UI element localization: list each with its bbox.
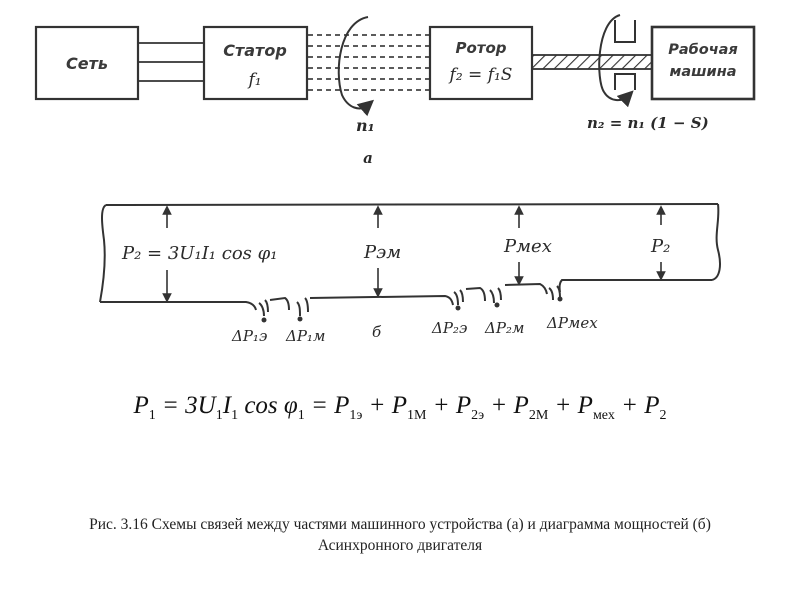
formula-term: + P [426, 392, 472, 419]
electromagnetic-power-label: Pэм [363, 242, 401, 263]
magnetic-field-lines [308, 34, 430, 91]
formula-term-subscript: 2 [659, 408, 667, 423]
caption-line-1: Рис. 3.16 Схемы связей между частями маш… [89, 516, 711, 533]
rotor-label: Ротор [455, 39, 506, 57]
formula-term: U [197, 392, 216, 419]
loss-arcs [258, 285, 561, 317]
block-rotor: Ротор f₂ = f₁S [428, 25, 534, 101]
shaft [531, 54, 653, 70]
mechanical-power-label: Pмех [503, 236, 552, 257]
formula-terms: = 3U1I1 cos φ1 = P1э + P1М + P2э + P2М +… [155, 392, 666, 423]
formula-term: = P [304, 392, 350, 419]
machine-label-line2: машина [670, 64, 737, 80]
formula-term-subscript: 1 [297, 408, 305, 423]
formula-term: + P [548, 392, 593, 419]
loss-points [261, 296, 563, 323]
power-balance-formula: P1 = 3U1I1 cos φ1 = P1э + P1М + P2э + P2… [0, 392, 800, 424]
formula-term-subscript: 1э [349, 408, 363, 423]
diagram-a-label: а [363, 149, 373, 167]
stator-frequency: f₁ [246, 70, 261, 90]
dimension-arrows [162, 205, 666, 303]
formula-lhs-sub: 1 [148, 408, 156, 423]
formula-term-subscript: 1М [407, 408, 427, 423]
formula-term-subscript: мех [592, 408, 615, 423]
caption-line-2: Асинхронного двигателя [317, 537, 483, 554]
formula-term: + P [484, 392, 529, 419]
loss-rotor-magnetic: ΔP₂м [484, 319, 524, 337]
machine-diagram: Сеть Статор f₁ n₁ Ротор f₂ = f₁S Рабочая… [34, 14, 756, 345]
formula-term: + P [614, 392, 660, 419]
formula-term-subscript: 1 [231, 408, 239, 423]
network-stator-wires [138, 42, 204, 82]
machine-label-line1: Рабочая [668, 42, 738, 58]
input-power-label: P₂ = 3U₁I₁ cos φ₁ [121, 243, 277, 264]
block-network: Сеть [34, 25, 140, 101]
figure-caption: Рис. 3.16 Схемы связей между частями маш… [40, 514, 760, 556]
rotation-arrow-n1-icon [337, 16, 375, 117]
rotation-arrow-n2-icon [598, 14, 634, 108]
formula-lhs: P [133, 392, 149, 419]
formula-term-subscript: 2М [528, 408, 549, 423]
output-power-label: P₂ [650, 236, 670, 257]
speed-n2-formula: n₂ = n₁ (1 − S) [587, 114, 709, 132]
formula-term: + P [362, 392, 408, 419]
diagram-b-label: б [372, 323, 382, 341]
formula-term: = 3 [155, 392, 198, 419]
stator-label: Статор [223, 41, 287, 60]
loss-stator-electric: ΔP₁э [231, 327, 267, 345]
loss-stator-magnetic: ΔP₁м [285, 327, 325, 345]
formula-term: cos φ [238, 392, 298, 419]
block-stator: Статор f₁ [202, 25, 309, 101]
formula-term-subscript: 1 [215, 408, 223, 423]
network-label: Сеть [66, 54, 108, 73]
loss-mechanical: ΔPмех [546, 314, 598, 332]
formula-term-subscript: 2э [471, 408, 485, 423]
loss-rotor-electric: ΔP₂э [431, 319, 467, 337]
block-working-machine: Рабочая машина [650, 25, 756, 101]
speed-n1-label: n₁ [356, 116, 375, 135]
coupling-icon [614, 20, 636, 90]
rotor-frequency: f₂ = f₁S [448, 65, 513, 85]
formula-term: I [222, 392, 232, 419]
